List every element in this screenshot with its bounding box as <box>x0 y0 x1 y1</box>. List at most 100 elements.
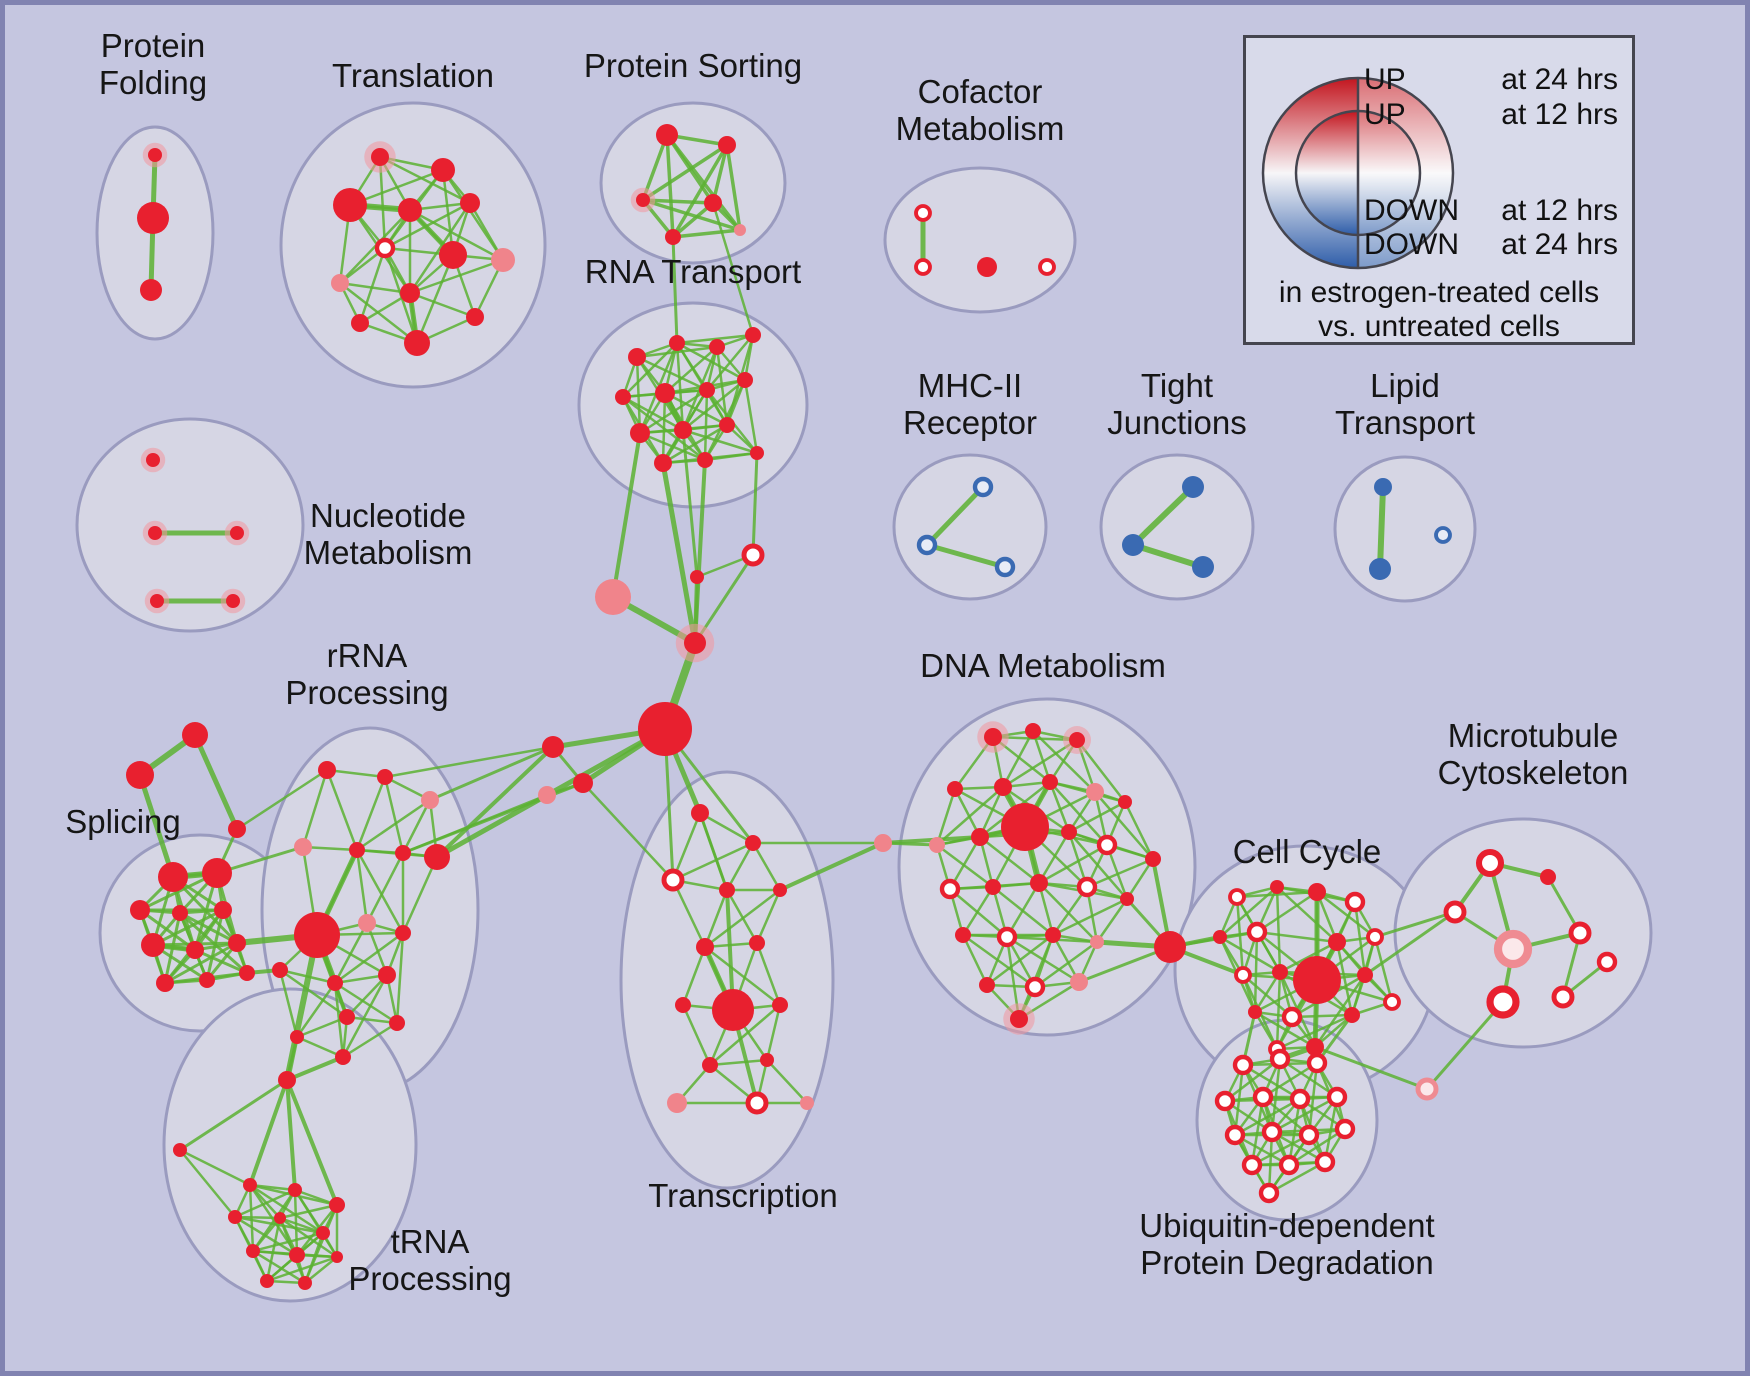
gene-node-red <box>704 194 722 212</box>
gene-node-red <box>718 136 736 154</box>
network-edge <box>751 841 782 892</box>
gene-node-ring <box>745 1091 769 1115</box>
network-edge <box>978 785 1005 839</box>
gene-node-halo <box>150 594 164 608</box>
network-edge <box>948 887 1009 939</box>
network-edge <box>711 201 755 337</box>
gene-node-ring <box>1568 921 1592 945</box>
gene-node-red <box>1042 774 1058 790</box>
network-edge <box>924 542 1008 570</box>
gene-node-red <box>318 761 336 779</box>
legend-box: UP at 24 hrs UP at 12 hrs DOWN at 12 hrs… <box>1243 35 1635 345</box>
gene-node-red <box>750 446 764 460</box>
gene-node-red <box>709 339 725 355</box>
gene-node-red <box>1154 931 1186 963</box>
network-edge <box>671 841 755 882</box>
gene-node-pink <box>595 579 631 615</box>
network-edge <box>1270 1057 1282 1134</box>
gene-node-red <box>173 1143 187 1157</box>
network-edge <box>341 1021 399 1059</box>
network-edge <box>1373 910 1457 939</box>
network-edge <box>441 168 455 257</box>
network-edge <box>708 1058 769 1067</box>
network-edge <box>671 228 742 239</box>
gene-node-red <box>719 417 735 433</box>
network-edge <box>365 851 405 925</box>
network-edge <box>660 460 698 646</box>
network-edge <box>708 1003 782 1067</box>
network-edge <box>1315 890 1377 939</box>
gene-node-blue <box>1122 534 1144 556</box>
legend-direction-label: UP <box>1364 63 1406 96</box>
gene-node-ring <box>1366 928 1384 946</box>
gene-node-pink-ring <box>1493 929 1533 969</box>
network-edge <box>295 981 337 1039</box>
gene-node-ring <box>374 237 396 259</box>
cluster-label-lipid-transport: Transport <box>1335 404 1475 441</box>
gene-node-red <box>699 382 715 398</box>
network-edge <box>265 1216 282 1283</box>
network-edge <box>985 933 1055 987</box>
cluster-label-microtubule: Microtubule <box>1448 717 1619 754</box>
gene-node-ring <box>1228 888 1246 906</box>
gene-node-red <box>274 1212 286 1224</box>
cluster-ellipse-ubiquitin <box>1195 1018 1379 1222</box>
gene-node-red <box>655 383 675 403</box>
network-edge <box>1313 1045 1429 1091</box>
gene-node-red <box>239 965 255 981</box>
network-edge <box>333 921 369 985</box>
network-edge <box>1275 885 1282 974</box>
cluster-label-tight-junctions: Tight <box>1141 367 1213 404</box>
gene-node-red <box>665 229 681 245</box>
network-edge <box>355 798 432 852</box>
network-edge <box>1001 738 1079 789</box>
gene-node-ring <box>1326 1086 1348 1108</box>
network-edge <box>1250 1095 1265 1167</box>
network-edge <box>248 1183 325 1235</box>
gene-node-red <box>141 933 165 957</box>
gene-node-red <box>977 257 997 277</box>
network-edge <box>383 775 405 855</box>
gene-node-halo <box>1069 732 1085 748</box>
network-edge <box>611 431 642 599</box>
gene-node-halo <box>226 594 240 608</box>
gene-node-halo <box>148 526 162 540</box>
gene-node-ring <box>741 543 765 567</box>
gene-node-ring <box>1334 1118 1356 1140</box>
gene-node-red <box>669 335 685 351</box>
network-edge <box>705 333 755 392</box>
network-edge <box>1261 1061 1319 1099</box>
gene-node-red <box>431 158 455 182</box>
network-edge <box>301 768 329 849</box>
network-edge <box>681 1003 712 1067</box>
gene-node-ring <box>1232 1054 1254 1076</box>
cluster-ellipse-mhc-ii-receptor <box>892 453 1048 601</box>
network-edge <box>151 908 225 947</box>
network-edge <box>961 933 1037 989</box>
network-edge <box>301 845 359 852</box>
legend-direction-label: DOWN <box>1364 228 1459 261</box>
gene-node-red <box>1145 851 1161 867</box>
network-edge <box>1033 940 1099 989</box>
network-edge <box>178 1148 237 1219</box>
cluster-label-protein-folding: Protein <box>101 27 206 64</box>
network-edge <box>1085 857 1155 889</box>
network-edge <box>278 968 349 1019</box>
network-edge <box>1287 1127 1347 1167</box>
gene-node-red <box>331 1251 343 1263</box>
gene-node-red <box>772 997 788 1013</box>
gene-node-ring <box>1224 1124 1246 1146</box>
gene-node-red <box>329 1197 345 1213</box>
gene-node-red <box>439 241 467 269</box>
network-edge <box>415 253 455 345</box>
gene-node-red <box>140 279 162 301</box>
cluster-label-mhc-ii-receptor: Receptor <box>903 404 1037 441</box>
network-edge <box>408 208 505 262</box>
network-edge <box>693 458 707 645</box>
network-edge <box>1250 1133 1311 1167</box>
network-edge <box>251 1249 307 1285</box>
network-edge <box>675 333 755 345</box>
network-edge <box>1267 1160 1327 1195</box>
gene-node-red <box>985 879 1001 895</box>
gene-node-red <box>994 778 1012 796</box>
